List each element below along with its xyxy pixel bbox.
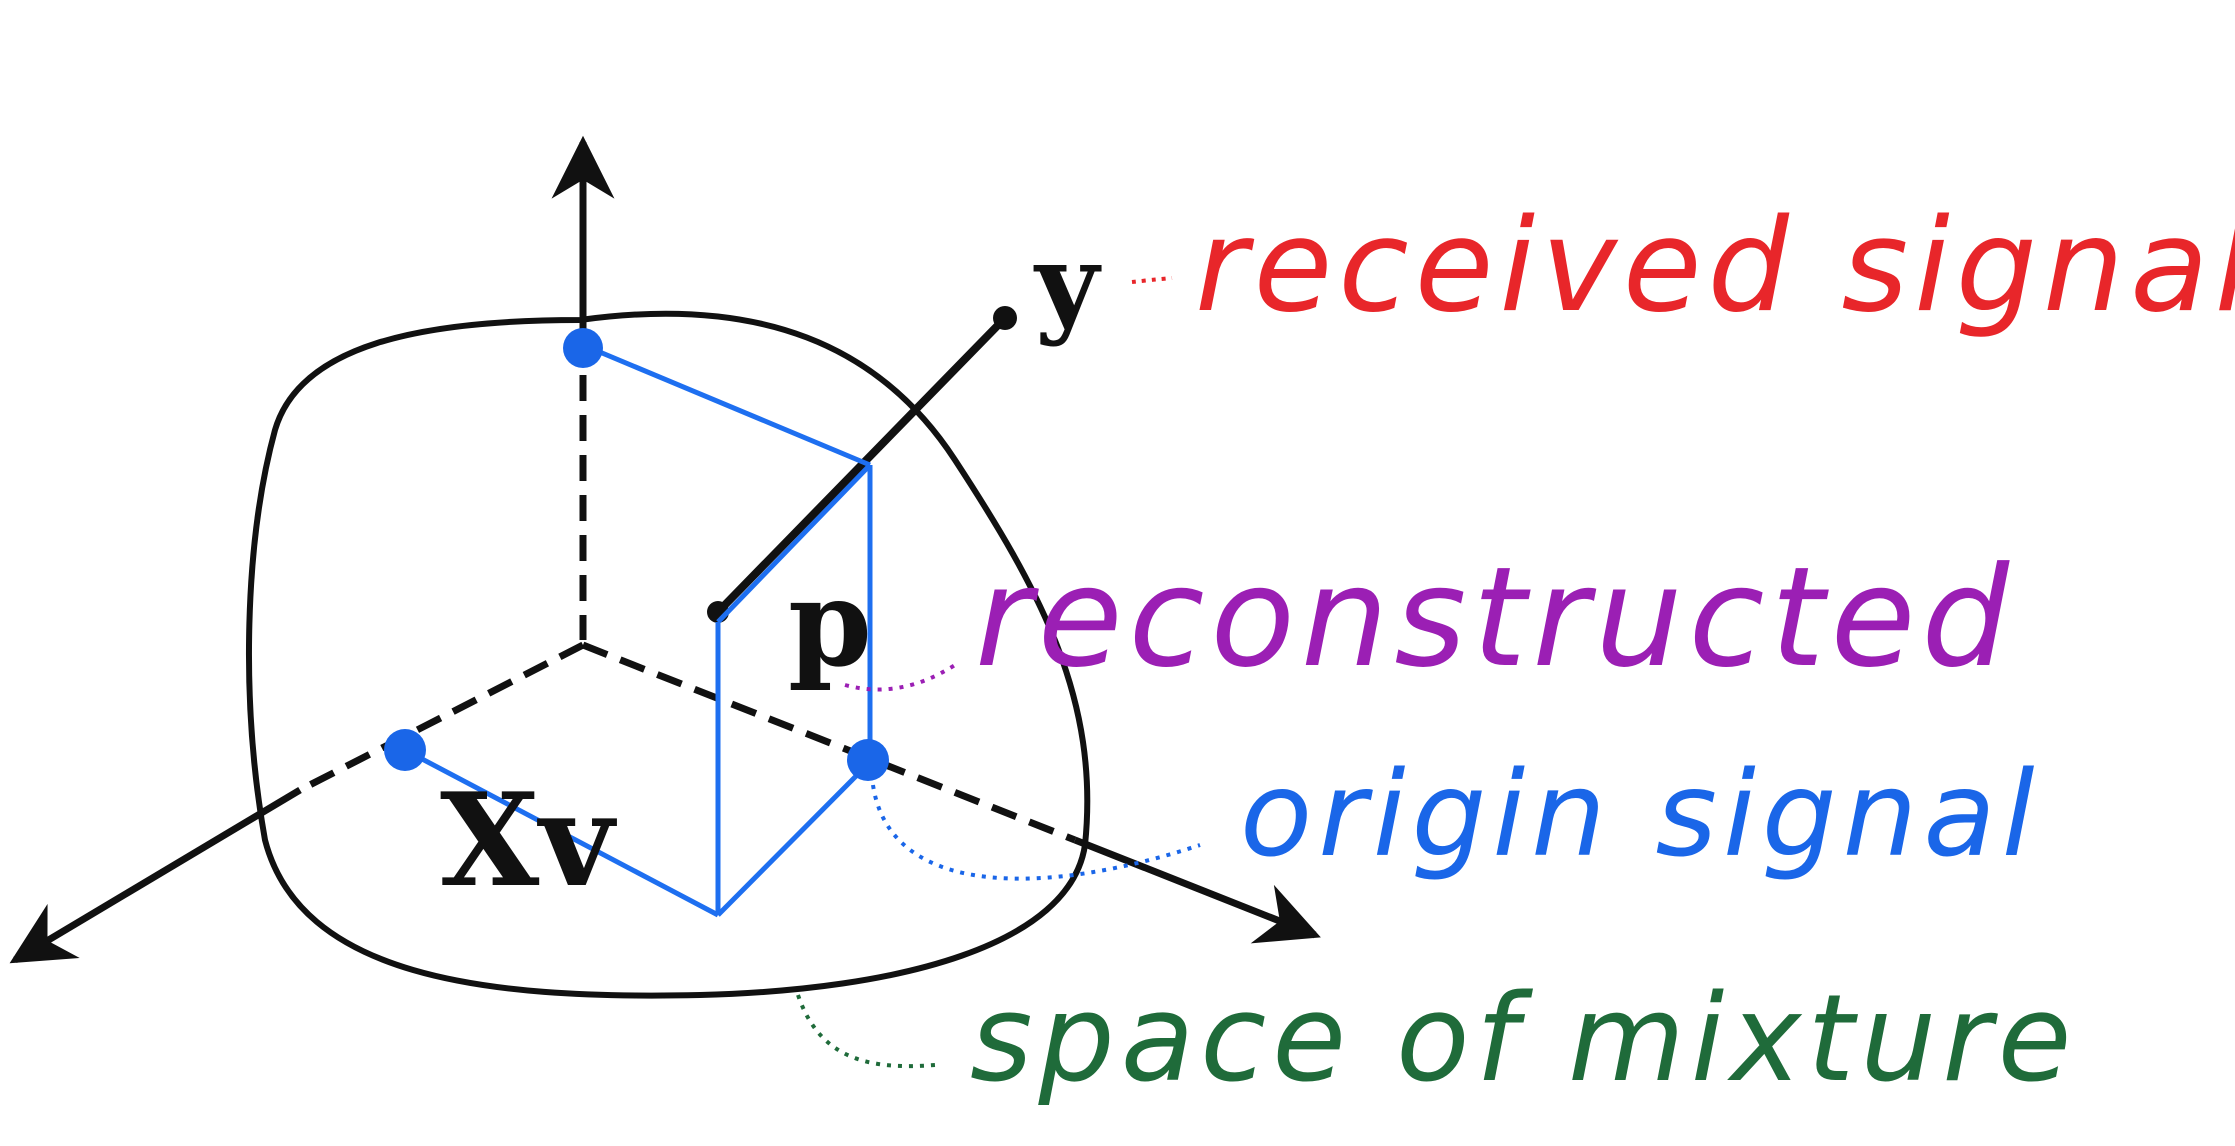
axis-left-solid (9, 786, 302, 964)
label-xv: Xv (440, 766, 617, 916)
annotation-reconstructed: reconstructed (975, 537, 2015, 698)
vector-y (715, 315, 1008, 615)
annotation-origin-signal: origin signal (1240, 745, 2041, 883)
label-y: y (1033, 219, 1102, 348)
axis-left-dashed (298, 641, 585, 794)
axis-right-dashed (581, 641, 1077, 844)
axis-right-solid (1073, 836, 1321, 944)
leader-reconstructed (844, 663, 957, 692)
point-y (993, 306, 1017, 330)
leader-space (796, 994, 936, 1069)
annotation-space-of-mixture: space of mixture (970, 970, 2078, 1109)
origin-point-right (847, 739, 889, 781)
label-p: p (788, 553, 872, 694)
projection-construction (403, 342, 873, 918)
leader-origin (871, 784, 1201, 881)
origin-point-top (563, 328, 603, 368)
annotation-received-signal: received signal (1195, 192, 2235, 341)
mixture-space-boundary (245, 310, 1091, 999)
origin-point-left (384, 729, 426, 771)
leader-received (1131, 276, 1173, 284)
